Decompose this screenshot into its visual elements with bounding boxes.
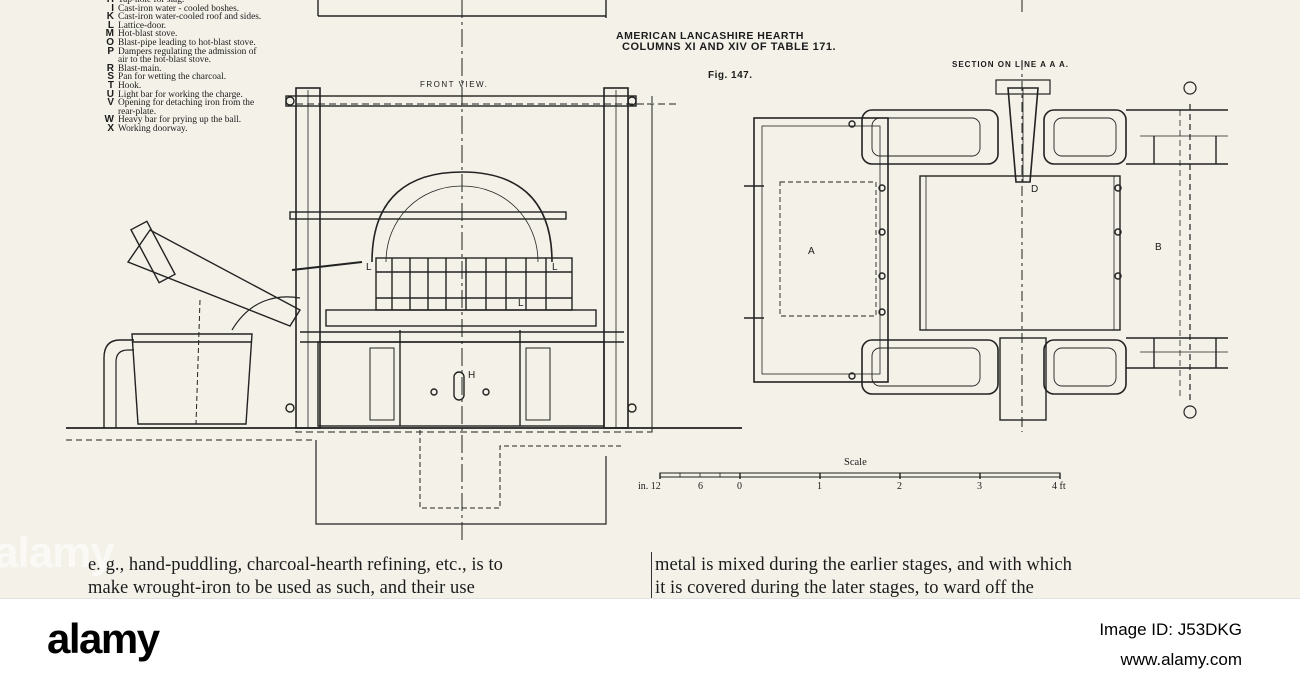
legend-row: L Lattice-door. [96,19,264,31]
legend-row: M Hot-blast stove. [96,28,264,40]
top-frame-lines [317,0,1023,540]
figure-title-line1: AMERICAN LANCASHIRE HEARTH [616,30,804,42]
legend-key: K [106,11,114,23]
label-a: A [808,246,815,257]
label-l-1: L [366,262,372,273]
engineering-drawing: A B D H L L L in. 12 6 0 1 2 3 4 ft [66,0,1228,540]
body-text-left: e. g., hand-puddling, charcoal-hearth re… [88,554,503,598]
body-text-left-line2: make wrought-iron to be used as such, an… [88,578,475,598]
legend-text: Heavy bar for prying up the ball. [118,115,242,126]
legend-text: Cast-iron water-cooled roof and sides. [118,12,262,23]
label-l-2: L [552,262,558,273]
legend-text: Light bar for working the charge. [118,89,243,100]
legend-text: Lattice-door. [118,20,167,31]
figure-title-line2: COLUMNS XI AND XIV OF TABLE 171. [622,41,837,53]
legend-key: L [107,19,114,31]
label-b: B [1155,242,1162,253]
section-caption: SECTION ON LINE A A A. [952,60,1069,69]
legend-key: R [106,62,114,74]
legend-row: I Cast-iron water - cooled boshes. [96,2,264,14]
legend-row: W Heavy bar for prying up the ball. [96,114,264,126]
legend-text: Pan for wetting the charcoal. [118,72,227,83]
scale-tick-in12: in. 12 [638,481,661,492]
legend-row: HTap-hole for slag. [96,0,264,5]
legend-key: M [105,28,114,40]
legend-text: Blast-pipe leading to hot-blast stove. [118,37,256,48]
legend-key: O [106,36,114,48]
scale-tick-4ft: 4 ft [1052,481,1066,492]
legend-key: V [107,97,114,109]
legend-key: W [104,114,114,126]
scale-bar [659,472,1061,479]
scale-tick-1: 1 [817,481,822,492]
legend-row: S Pan for wetting the charcoal. [96,71,264,83]
legend-text: Working doorway. [118,123,188,134]
figure-number: Fig. 147. [708,70,753,81]
legend-text: Opening for detaching iron from the rear… [118,98,255,117]
legend-row: O Blast-pipe leading to hot-blast stove. [96,36,264,48]
legend-key: U [106,88,114,100]
legend-text: Dampers regulating the admission of air … [118,46,257,66]
legend-row: T Hook. [96,79,264,91]
legend-text: Hook. [118,80,142,91]
scale-tick-3: 3 [977,481,982,492]
scale-caption: Scale [844,457,867,468]
legend-key: T [107,79,114,91]
column-divider [651,552,652,598]
legend-row: V Opening for detaching iron from the rea… [96,97,264,117]
legend-key: I [111,2,114,14]
front-view-caption: FRONT VIEW. [420,80,489,89]
legend-row: P Dampers regulating the admission of air… [96,45,264,66]
legend-text: Blast-main. [118,63,162,74]
scale-tick-0: 0 [737,481,742,492]
watermark: alamy [0,528,115,577]
label-h: H [468,370,475,381]
body-text-right: metal is mixed during the earlier stages… [655,554,1072,598]
label-l-3: L [518,298,524,309]
legend-row: U Light bar for working the charge. [96,88,264,100]
legend-key: H [96,0,118,5]
legend-row: X Working doorway. [96,122,264,134]
legend-text: Cast-iron water - cooled boshes. [118,3,240,14]
body-text-left-line1: e. g., hand-puddling, charcoal-hearth re… [88,555,503,575]
legend-row: R Blast-main. [96,62,264,74]
legend-key: X [107,122,114,134]
legend-row: K Cast-iron water-cooled roof and sides. [96,11,264,23]
label-d: D [1031,184,1038,195]
scale-tick-2: 2 [897,481,902,492]
legend-key: P [107,45,114,57]
image-id-text: Image ID: J53DKG [1099,620,1242,639]
section-view-drawing [744,60,1228,432]
alamy-logo[interactable]: alamy [47,615,160,662]
site-url-link[interactable]: www.alamy.com [1120,650,1242,669]
legend-text: Hot-blast stove. [118,29,178,40]
legend-text: Tap-hole for slag. [118,0,185,5]
stock-banner [0,598,1300,689]
body-text-right-line1: metal is mixed during the earlier stages… [655,555,1072,575]
body-text-right-line2: it is covered during the later stages, t… [655,578,1034,598]
front-view-drawing [66,87,742,525]
scale-tick-6: 6 [698,481,703,492]
book-page: A B D H L L L in. 12 6 0 1 2 3 4 ft HTap… [0,0,1228,598]
legend-key: S [107,71,114,83]
